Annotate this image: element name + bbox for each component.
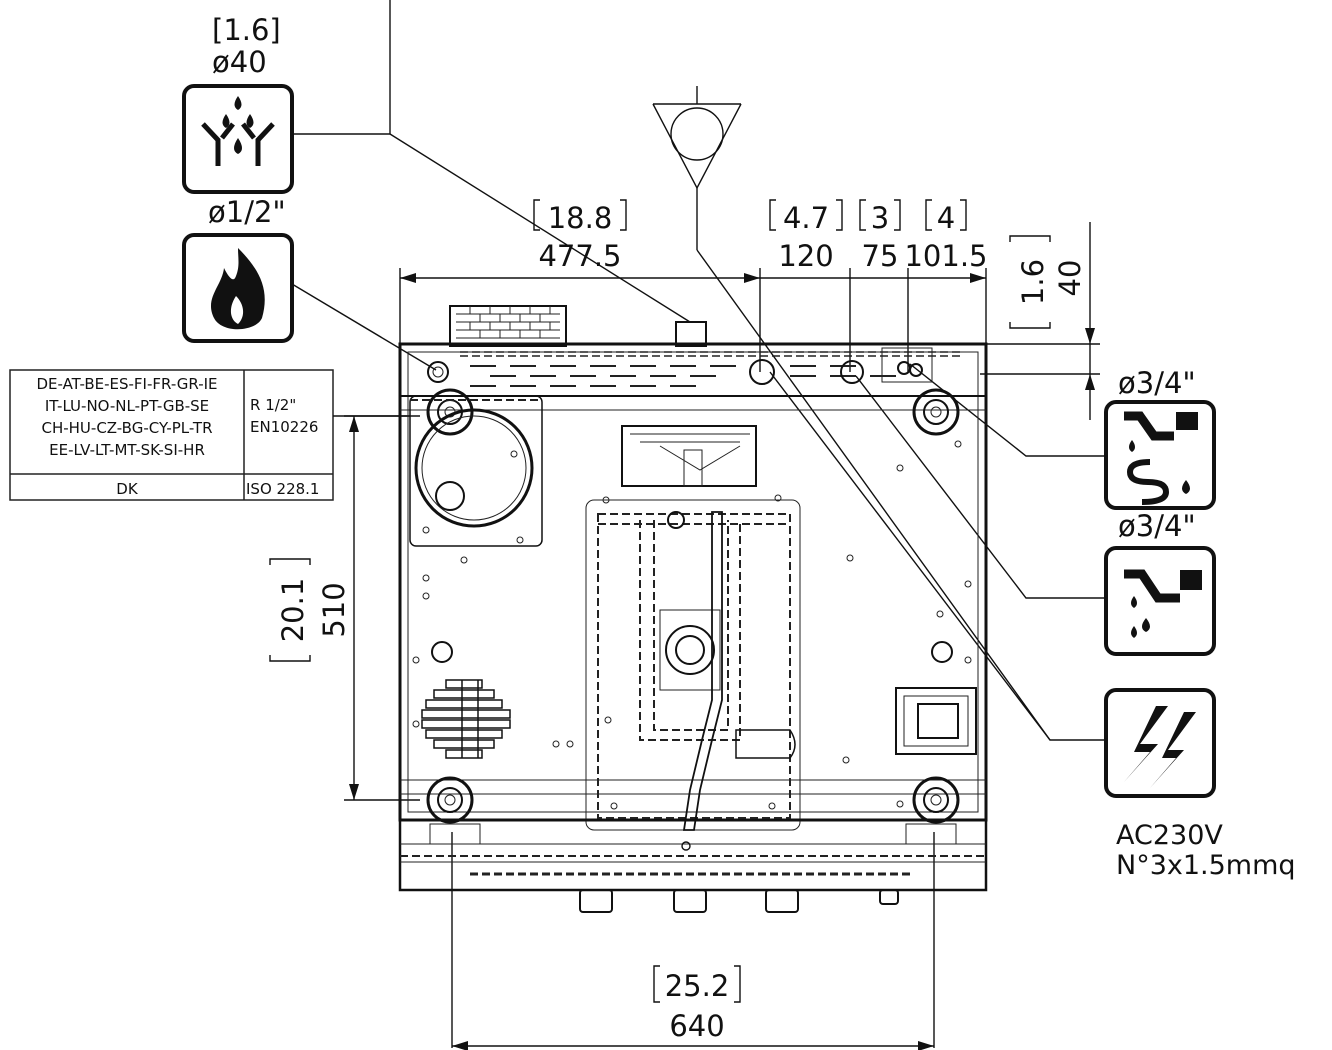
leader-lines [291,0,1106,741]
water-inlet-dia: ø40 [212,45,267,79]
electric-icon [1104,688,1216,798]
svg-text:18.8: 18.8 [548,201,613,235]
width-dimension: 18.8 477.5 [399,199,760,345]
foot-bottom-left [426,776,474,824]
svg-text:510: 510 [317,582,351,637]
table-std-2: EN10226 [250,418,318,436]
table-country-dk: DK [116,480,139,498]
gas-standards-table: DE-AT-BE-ES-FI-FR-GR-IE IT-LU-NO-NL-PT-G… [9,369,334,501]
foot-top-right [912,388,960,436]
table-country-row-4: EE-LV-LT-MT-SK-SI-HR [49,441,205,459]
table-country-row-3: CH-HU-CZ-BG-CY-PL-TR [41,419,212,437]
table-std-dk: ISO 228.1 [246,480,319,498]
mounting-holes [412,440,972,810]
table-country-row-1: DE-AT-BE-ES-FI-FR-GR-IE [36,375,217,393]
svg-text:4: 4 [937,201,955,235]
svg-text:4.7: 4.7 [783,201,829,235]
svg-text:640: 640 [669,1009,724,1043]
gas-flame-icon [182,233,294,343]
gas-dia: ø1/2" [208,195,286,229]
base-dimension: 25.2 640 [451,832,935,1050]
drain2-dia: ø3/4" [1118,509,1196,543]
drain-siphon-icon [1104,400,1216,510]
table-country-row-2: IT-LU-NO-NL-PT-GB-SE [45,397,209,415]
svg-text:25.2: 25.2 [665,969,730,1003]
svg-text:40: 40 [1053,260,1087,297]
svg-text:75: 75 [862,239,899,273]
depth-dimension: 20.1 510 [269,415,420,801]
svg-text:3: 3 [871,201,889,235]
left-vent [421,679,511,759]
water-inlet-icon [182,84,294,194]
drain1-dia: ø3/4" [1118,366,1196,400]
power-label: AC230V [1116,820,1223,851]
ground-symbol-icon [652,86,742,250]
foot-bottom-right [912,776,960,824]
cable-label: N°3x1.5mmq [1116,850,1296,881]
svg-text:20.1: 20.1 [276,578,310,643]
svg-text:1.6: 1.6 [1016,259,1050,305]
dim-c: 4 101.5 [904,199,988,372]
vertical-dimension-small: 1.6 40 [980,222,1100,420]
drain-icon [1104,546,1216,656]
dim-a: 4.7 120 [759,199,850,372]
svg-text:477.5: 477.5 [538,239,621,273]
table-std-1: R 1/2" [250,396,296,414]
water-inlet-inch: [1.6] [212,13,281,47]
dim-b: 3 75 [849,199,908,372]
svg-text:101.5: 101.5 [904,239,987,273]
svg-text:120: 120 [778,239,833,273]
machine-body [398,305,988,913]
